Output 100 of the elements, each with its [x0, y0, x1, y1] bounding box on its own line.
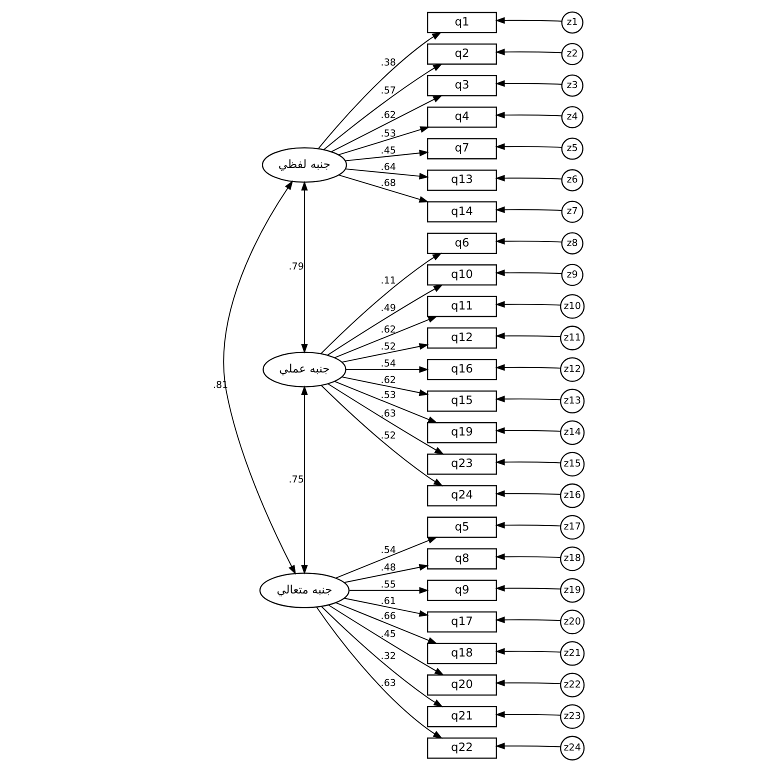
node-box: q4 — [426, 106, 496, 128]
node-box: q11 — [426, 296, 496, 318]
node-circle: z11 — [560, 326, 584, 350]
edge-label: .52 — [380, 430, 396, 442]
node-circle: z18 — [560, 546, 584, 572]
arrow — [326, 284, 443, 356]
arrow — [334, 380, 438, 424]
arrow — [300, 385, 308, 575]
node-box: q3 — [426, 75, 496, 96]
node-ellipse: جنبه عملي — [262, 352, 346, 388]
edge-label: .53 — [380, 390, 396, 402]
node-box: q8 — [426, 548, 496, 570]
node-circle: z15 — [560, 452, 584, 477]
edge-label: .57 — [380, 85, 396, 96]
arrow — [494, 17, 562, 24]
edge-label: .45 — [380, 146, 396, 157]
arrow — [494, 742, 560, 750]
edge-label: .48 — [380, 562, 396, 574]
arrow — [338, 174, 428, 203]
node-box: q18 — [426, 642, 496, 664]
edge-label: .62 — [380, 110, 396, 122]
arrow — [344, 366, 428, 373]
arrow — [494, 648, 560, 655]
node-circle: z10 — [560, 294, 584, 319]
node-circle: z9 — [560, 264, 583, 286]
node-box: q6 — [426, 232, 496, 254]
arrow — [343, 598, 428, 617]
edge-label: .49 — [380, 303, 396, 314]
arrow — [494, 458, 560, 466]
node-box: q7 — [426, 138, 496, 160]
edge-label: .63 — [380, 408, 396, 420]
arrow — [334, 536, 437, 579]
edge-label: .66 — [380, 611, 396, 622]
node-box: q22 — [426, 738, 496, 759]
edge-label: .62 — [380, 374, 396, 386]
arrow — [494, 711, 560, 718]
node-circle: z4 — [560, 106, 583, 128]
arrow — [300, 180, 308, 354]
edge-label: .63 — [380, 678, 396, 689]
arrow — [494, 553, 560, 560]
arrow — [494, 112, 562, 118]
arrow — [494, 269, 562, 276]
node-box: q23 — [426, 454, 496, 475]
arrow — [334, 316, 438, 358]
node-circle: z19 — [560, 578, 584, 603]
edge-label: .11 — [380, 276, 396, 287]
node-box: q9 — [426, 580, 496, 601]
edge-label: .61 — [380, 596, 396, 607]
node-box: q2 — [426, 43, 496, 65]
arrow — [328, 604, 444, 676]
arrow — [320, 252, 442, 354]
node-circle: z24 — [560, 736, 584, 760]
node-circle: z7 — [560, 200, 583, 223]
arrow — [340, 343, 428, 363]
edge-label: .68 — [380, 178, 396, 190]
node-ellipse: جنبه متعالي — [258, 572, 350, 608]
arrow — [494, 522, 560, 529]
node-circle: z22 — [560, 672, 584, 698]
node-circle: z20 — [560, 610, 584, 634]
arrow — [334, 602, 437, 644]
arrow — [343, 564, 428, 583]
node-circle: z13 — [560, 388, 584, 414]
arrow — [494, 490, 560, 497]
arrow — [494, 238, 562, 245]
node-box: q15 — [426, 390, 496, 412]
node-box: q10 — [426, 264, 496, 286]
edge-label: .62 — [380, 324, 396, 336]
node-box: q5 — [426, 516, 496, 538]
arrow — [222, 180, 296, 575]
edge-label: .54 — [380, 545, 396, 556]
arrow — [494, 584, 560, 592]
arrow — [494, 48, 562, 56]
arrow — [320, 606, 443, 708]
node-ellipse: جنبه لفظي — [261, 147, 347, 183]
node-circle: z21 — [560, 641, 584, 666]
node-circle: z3 — [560, 74, 583, 97]
arrow — [494, 364, 560, 371]
arrow — [494, 174, 562, 182]
node-box: q13 — [426, 170, 496, 191]
edge-label: .45 — [380, 629, 396, 640]
node-circle: z16 — [560, 483, 584, 508]
edge-label: .55 — [380, 580, 396, 591]
arrow — [344, 168, 428, 180]
node-box: q20 — [426, 674, 496, 696]
node-circle: z6 — [560, 169, 583, 192]
node-circle: z23 — [560, 704, 584, 729]
edge-label: .32 — [380, 651, 396, 662]
node-box: q24 — [426, 485, 496, 506]
arrow — [494, 396, 560, 402]
node-box: q19 — [426, 422, 496, 444]
arrow — [320, 385, 443, 486]
arrow — [494, 427, 560, 434]
arrow — [494, 206, 562, 214]
arrow — [327, 384, 444, 455]
node-box: q14 — [426, 201, 496, 222]
node-circle: z17 — [560, 514, 584, 540]
node-circle: z1 — [560, 11, 583, 34]
arrow — [494, 616, 560, 624]
arrow — [330, 95, 442, 152]
arrow — [494, 301, 560, 308]
